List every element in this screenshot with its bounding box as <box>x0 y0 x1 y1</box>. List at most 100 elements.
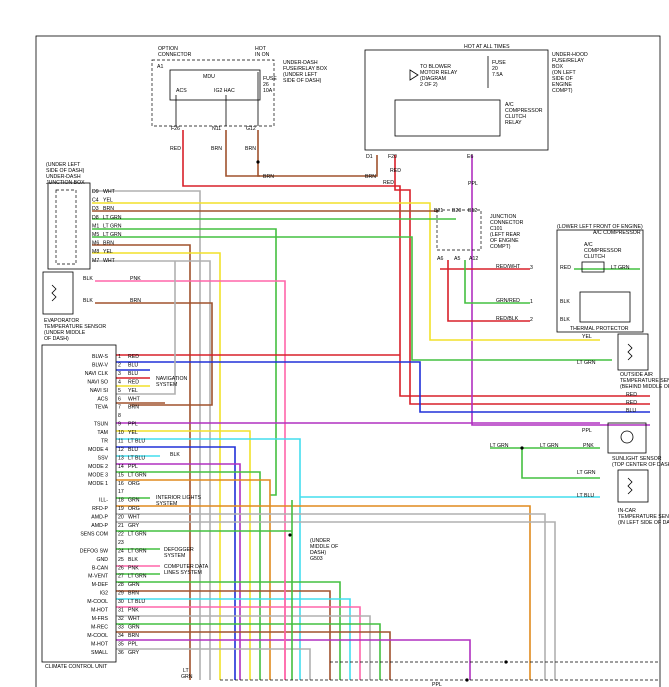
junction-connector-box <box>436 209 482 251</box>
ccu-pin-no: 32 <box>118 616 124 622</box>
junction-wire-D8: LT GRN <box>103 215 122 221</box>
navigation-system-label: SYSTEM <box>156 382 177 388</box>
ccu-pin-wire: LT BLU <box>128 455 145 461</box>
ccu-pin-wire: BLU <box>128 447 138 453</box>
defogger-system-label: SYSTEM <box>164 553 185 559</box>
mdu-label: MDU <box>203 74 215 80</box>
junction-wire-M5: LT GRN <box>103 232 122 238</box>
ccu-pin-name: TEVA <box>95 405 109 411</box>
ccu-pin-wire: ORG <box>128 481 140 487</box>
ccu-pin-name: NAVI CLK <box>85 371 109 377</box>
ccu-pin-name: NAVI SI <box>90 388 108 394</box>
interior-lights-label: INTERIOR LIGHTS <box>156 495 202 501</box>
ccu-pin-wire: PPL <box>128 422 138 428</box>
ccu-pin-wire: PNK <box>128 565 139 571</box>
ccu-pin-no: 13 <box>118 455 124 461</box>
ccu-pin-no: 11 <box>118 439 123 445</box>
underdash-fuse-box-label: SIDE OF DASH) <box>283 78 322 84</box>
ccu-pin-wire: YEL <box>128 430 138 436</box>
connector-A6: A6 <box>437 256 443 262</box>
incar-sensor-label: (IN LEFT SIDE OF DASH) <box>618 520 669 526</box>
ccu-pin-no: 21 <box>118 523 124 529</box>
ccu-pin-wire: PNK <box>128 608 139 614</box>
under-middle-dash-label: (UNDER <box>310 538 330 544</box>
junction-box-label: UNDER-DASH <box>46 174 81 180</box>
ccu-pin-wire: WHT <box>128 515 141 521</box>
wire-label-top: BRN <box>245 146 256 152</box>
junction-connector-label: CONNECTOR <box>490 220 524 226</box>
wire-label-top: BRN <box>365 174 376 180</box>
comp-pin: 1 <box>530 299 533 305</box>
bottom-connectors <box>220 160 660 682</box>
ccu-pin-no: 29 <box>118 591 124 597</box>
ccu-pin-no: 25 <box>118 557 124 563</box>
wire-label-top: RED <box>383 180 394 186</box>
ac-compressor-location: (LOWER LEFT FRONT OF ENGINE) <box>557 224 643 230</box>
fuse-26-label: FUSE <box>263 76 277 82</box>
junction-box-label: JUNCTION BOX <box>46 180 85 186</box>
fuse-20-label: FUSE <box>492 60 506 66</box>
comp-wire2-label: RED <box>560 265 571 271</box>
connector-A1: A1 <box>157 64 163 70</box>
ccu-pin-wire: GRN <box>128 498 140 504</box>
thermal-protector-label: THERMAL PROTECTOR <box>570 326 629 332</box>
outside-air-sensor-label: TEMPERATURE SENSOR <box>620 378 669 384</box>
ccu-pin-wire: BRN <box>128 591 139 597</box>
evap-sensor-label: EVAPORATOR <box>44 318 79 324</box>
underhood-box-label: COMPT) <box>552 88 573 94</box>
comp-pin: 3 <box>530 265 533 271</box>
ccu-pin-name: SSV <box>98 455 109 461</box>
blk-13-label: BLK <box>170 452 180 458</box>
ltgrn-label-b: LT GRN <box>540 443 559 449</box>
ccu-pin-wire: BRN <box>128 633 139 639</box>
blower-relay-label: 2 OF 2) <box>420 82 438 88</box>
option-connector-label: CONNECTOR <box>158 52 192 58</box>
junction-wire-D9: WHT <box>103 189 116 195</box>
junction-pin-M6: M6 <box>92 241 99 247</box>
connector-A12: A12 <box>469 256 478 262</box>
ccu-pin-wire: GRY <box>128 650 140 656</box>
ccu-pin-no: 23 <box>118 540 124 546</box>
junction-connector-label: COMPT) <box>490 244 511 250</box>
navigation-system-label: NAVIGATION <box>156 376 187 382</box>
ccu-pin-name: NAVI SO <box>87 379 108 385</box>
connector-E6: E6 <box>467 154 473 160</box>
ccu-pin-no: 8 <box>118 413 121 419</box>
acs-label: ACS <box>176 88 187 94</box>
connector-F26: F26 <box>171 126 180 132</box>
junction-pin-M1: M1 <box>92 223 99 229</box>
ccu-pin-name: RFD-P <box>92 506 108 512</box>
evap-blk-label-2: BLK <box>83 298 93 304</box>
ltblu-label: LT BLU <box>577 493 594 499</box>
ccu-pin-name: DEFOG SW <box>80 548 108 554</box>
blower-relay-label: TO BLOWER <box>420 64 451 70</box>
ccu-pin-wire: GRN <box>128 624 140 630</box>
connector-G12: G12 <box>246 126 256 132</box>
ccu-pin-no: 27 <box>118 574 124 580</box>
junction-pin-D8: D8 <box>92 215 99 221</box>
ccu-pin-no: 12 <box>118 447 124 453</box>
junction-box <box>47 182 91 270</box>
ccu-pin-name: TSUN <box>94 422 108 428</box>
ccu-pin-no: 36 <box>118 650 124 656</box>
under-middle-dash-label: G503 <box>310 556 323 562</box>
wire-label-top: RED <box>170 146 181 152</box>
climate-control-unit-label: CLIMATE CONTROL UNIT <box>45 664 108 670</box>
ccu-pin-wire: LT GRN <box>128 548 147 554</box>
ccu-pin-name: M-VENT <box>88 574 109 580</box>
ccu-pin-name: M-COOL <box>87 633 108 639</box>
ccu-pin-name: SENS COM <box>80 531 108 537</box>
underhood-box-label: FUSE/RELAY <box>552 58 584 64</box>
ccu-pin-wire: RED <box>128 379 139 385</box>
ccu-pin-name: TR <box>101 439 108 445</box>
ccu-pin-wire: LT BLU <box>128 599 145 605</box>
sunlight-sensor-label: SUNLIGHT SENSOR <box>612 456 662 462</box>
ccu-pin-name: AMD-P <box>91 523 108 529</box>
junction-pin-D3: D3 <box>92 206 99 212</box>
junction-pin-D9: D9 <box>92 189 99 195</box>
ppl-bottom-label: PPL <box>432 682 442 687</box>
blower-relay-label: MOTOR RELAY <box>420 70 458 76</box>
ccu-pin-wire: WHT <box>128 396 141 402</box>
ccu-pin-name: M-FRS <box>92 616 109 622</box>
ccu-pin-name: GND <box>96 557 108 563</box>
